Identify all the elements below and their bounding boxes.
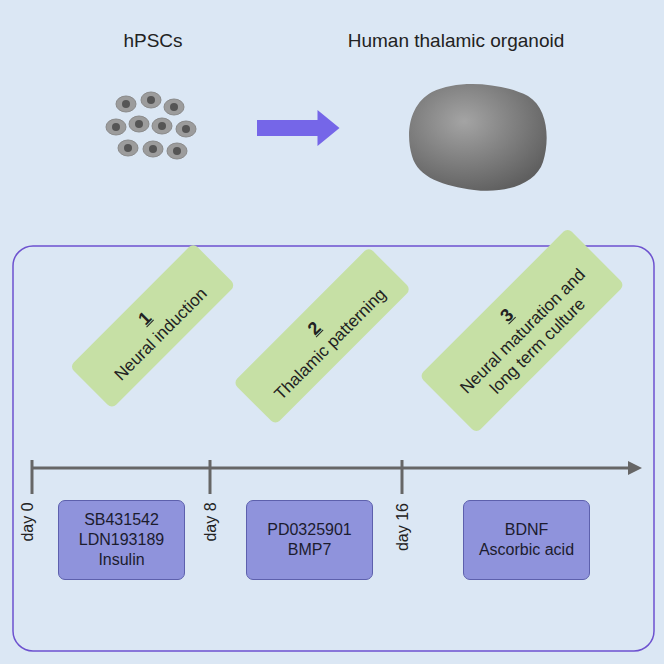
factor-box: SB431542LDN193189Insulin [58,500,185,580]
protocol-frame [13,246,654,651]
stage-number: 2 [246,260,384,398]
factor-box: PD0325901BMP7 [246,500,373,580]
node-title: Human thalamic organoid [348,30,565,52]
factor-name: SB431542 [84,510,159,530]
stage-name: Neural induction [98,272,223,397]
timeline-arrowhead [628,461,642,475]
stage-tag: 2Thalamic patterning [233,247,411,425]
factor-name: PD0325901 [267,520,352,540]
factor-name: BDNF [505,520,549,540]
factor-name: LDN193189 [79,530,164,550]
factor-box: BDNFAscorbic acid [463,500,590,580]
stage-tag: 3Neural maturation and long term culture [419,227,625,433]
cell-source: hPSCs [53,30,253,170]
cell-cluster [106,92,196,159]
node-title: hPSCs [123,30,182,52]
organoid-blob [409,84,547,191]
factor-name: Ascorbic acid [479,540,574,560]
factor-name: Insulin [98,550,144,570]
day-label: day 16 [394,503,412,551]
stage-tag: 1Neural induction [69,243,235,409]
organoid: Human thalamic organoid [344,30,569,195]
stage-name: Thalamic patterning [262,276,399,413]
process-arrow [257,110,340,146]
stage-name: Neural maturation and long term culture [448,256,612,420]
day-label: day 0 [19,502,37,541]
factor-name: BMP7 [288,540,332,560]
timeline [32,460,630,494]
day-label: day 8 [202,502,220,541]
